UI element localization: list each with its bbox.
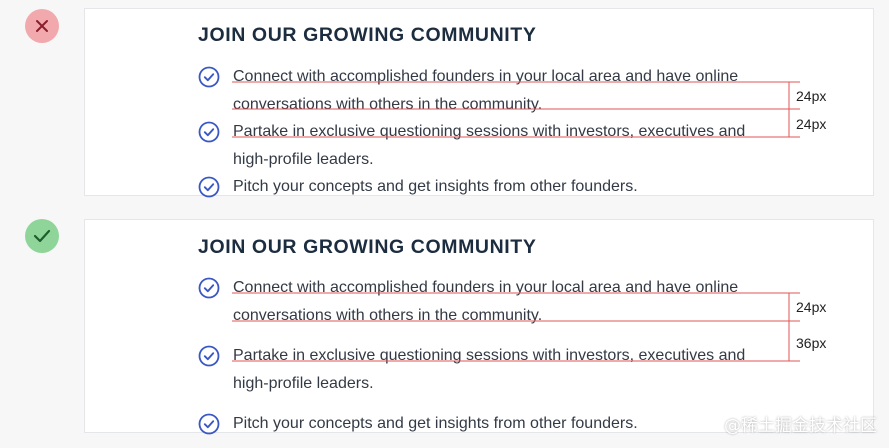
check-circle-icon [198,345,220,367]
list-item-text: Connect with accomplished founders in yo… [233,279,739,324]
spacing-label: 36px [796,335,827,351]
list-item-text: Pitch your concepts and get insights fro… [233,415,638,432]
card-heading: JOIN OUR GROWING COMMUNITY [198,24,537,46]
list-item-text: Partake in exclusive questioning session… [233,123,746,168]
card-heading: JOIN OUR GROWING COMMUNITY [198,236,537,258]
watermark: @稀土掘金技术社区 [724,416,877,436]
check-circle-icon [198,277,220,299]
close-icon [36,20,48,32]
good-example-card: JOIN OUR GROWING COMMUNITY Connect with … [84,219,874,435]
bad-example-badge [25,9,59,43]
spacing-label: 24px [796,116,827,132]
check-circle-icon [198,176,220,198]
check-circle-icon [198,121,220,143]
list-item-text: Pitch your concepts and get insights fro… [233,178,638,195]
check-circle-icon [198,66,220,88]
list-item-text: Connect with accomplished founders in yo… [233,68,739,113]
checkmark-icon [33,229,51,243]
good-example-badge [25,219,59,253]
bad-example-card: JOIN OUR GROWING COMMUNITY Connect with … [84,8,874,198]
spacing-label: 24px [796,299,827,315]
spacing-label: 24px [796,88,827,104]
check-circle-icon [198,413,220,435]
list-item-text: Partake in exclusive questioning session… [233,347,746,392]
